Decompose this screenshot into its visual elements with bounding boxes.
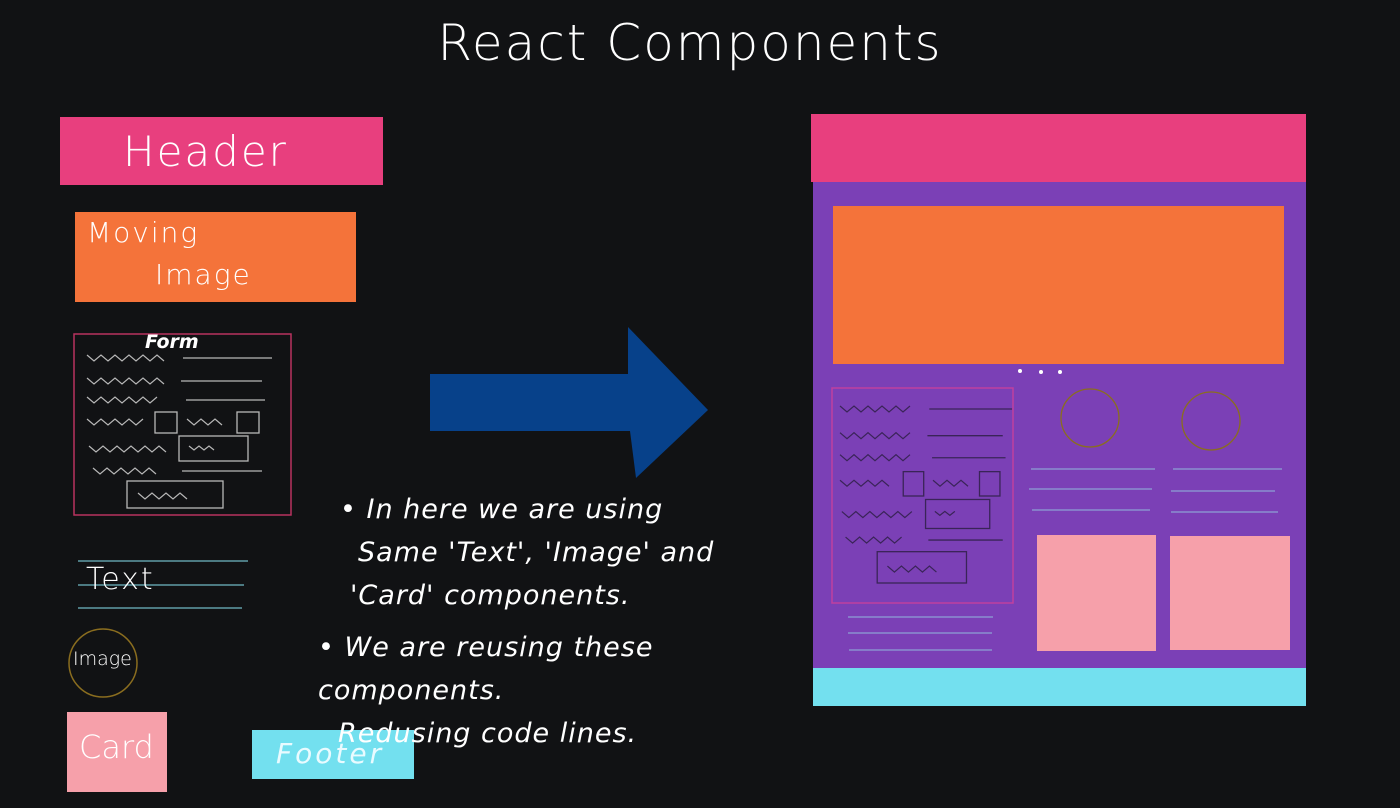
page-moving-image [833, 206, 1284, 364]
note-line: • We are reusing these components. [318, 632, 654, 706]
page-text-lines [848, 468, 1282, 651]
checkbox-sketch [978, 470, 1001, 497]
page-form-sketch [839, 405, 1013, 584]
note-line: 'Card' components. [350, 580, 631, 611]
squiggle-placeholder-text [88, 445, 167, 453]
dropdown-sketch [178, 435, 249, 462]
squiggle-placeholder-text [86, 396, 158, 404]
note-reuse-components: • In here we are using Same 'Text', 'Ima… [340, 488, 800, 617]
form-sketch-left [86, 354, 272, 509]
squiggle-placeholder-text [86, 418, 144, 426]
moving-image-label-line2: Image [155, 258, 252, 291]
squiggle-placeholder-text [887, 565, 937, 573]
checkbox-sketch [154, 411, 178, 434]
page-image-circle [1181, 391, 1241, 451]
note-line: Same 'Text', 'Image' and [358, 537, 715, 568]
header-component: Header [60, 117, 383, 185]
dropdown-sketch [924, 498, 991, 530]
carousel-dots-icon [1018, 369, 1062, 374]
page-footer [813, 668, 1306, 706]
button-sketch [876, 551, 968, 584]
squiggle-placeholder-text [137, 492, 188, 500]
form-component-box [73, 333, 292, 516]
squiggle-placeholder-text [86, 354, 165, 362]
moving-image-component: Moving Image [75, 212, 356, 302]
squiggle-placeholder-text [86, 377, 165, 385]
squiggle-placeholder-text [839, 431, 911, 440]
squiggle-placeholder-text [839, 405, 911, 413]
text-label: Text [86, 562, 155, 597]
card-label: Card [79, 728, 154, 766]
page-header [811, 114, 1306, 182]
button-sketch [126, 480, 224, 509]
squiggle-placeholder-text [932, 479, 969, 488]
squiggle-placeholder-text [188, 445, 215, 451]
squiggle-placeholder-text [839, 453, 911, 462]
moving-image-label-line1: Moving [87, 216, 200, 249]
squiggle-placeholder-text [839, 479, 890, 488]
footer-component: Footer [252, 730, 414, 779]
footer-label: Footer [276, 737, 385, 770]
image-label: Image [73, 648, 132, 670]
page-form-box [831, 387, 1014, 604]
card-component: Card [67, 712, 167, 792]
composed-page [811, 114, 1306, 706]
note-line: • In here we are using [340, 494, 664, 525]
image-component-circle [68, 628, 138, 698]
page-image-circle [1060, 388, 1120, 448]
note-reducing-code: • We are reusing these components. Redus… [318, 626, 838, 755]
squiggle-placeholder-text [845, 536, 902, 544]
right-arrow-icon [430, 327, 708, 478]
page-card [1170, 536, 1290, 650]
squiggle-placeholder-text [841, 510, 913, 519]
checkbox-sketch [902, 470, 925, 497]
page-card [1037, 535, 1156, 651]
note-line: Redusing code lines. [338, 718, 638, 749]
header-label: Header [123, 127, 288, 176]
checkbox-sketch [236, 411, 260, 434]
text-component-lines [78, 560, 248, 609]
squiggle-placeholder-text [92, 467, 157, 475]
form-label: Form [145, 331, 199, 353]
squiggle-placeholder-text [186, 418, 223, 426]
diagram-title: React Components [437, 14, 943, 72]
squiggle-placeholder-text [934, 510, 956, 517]
